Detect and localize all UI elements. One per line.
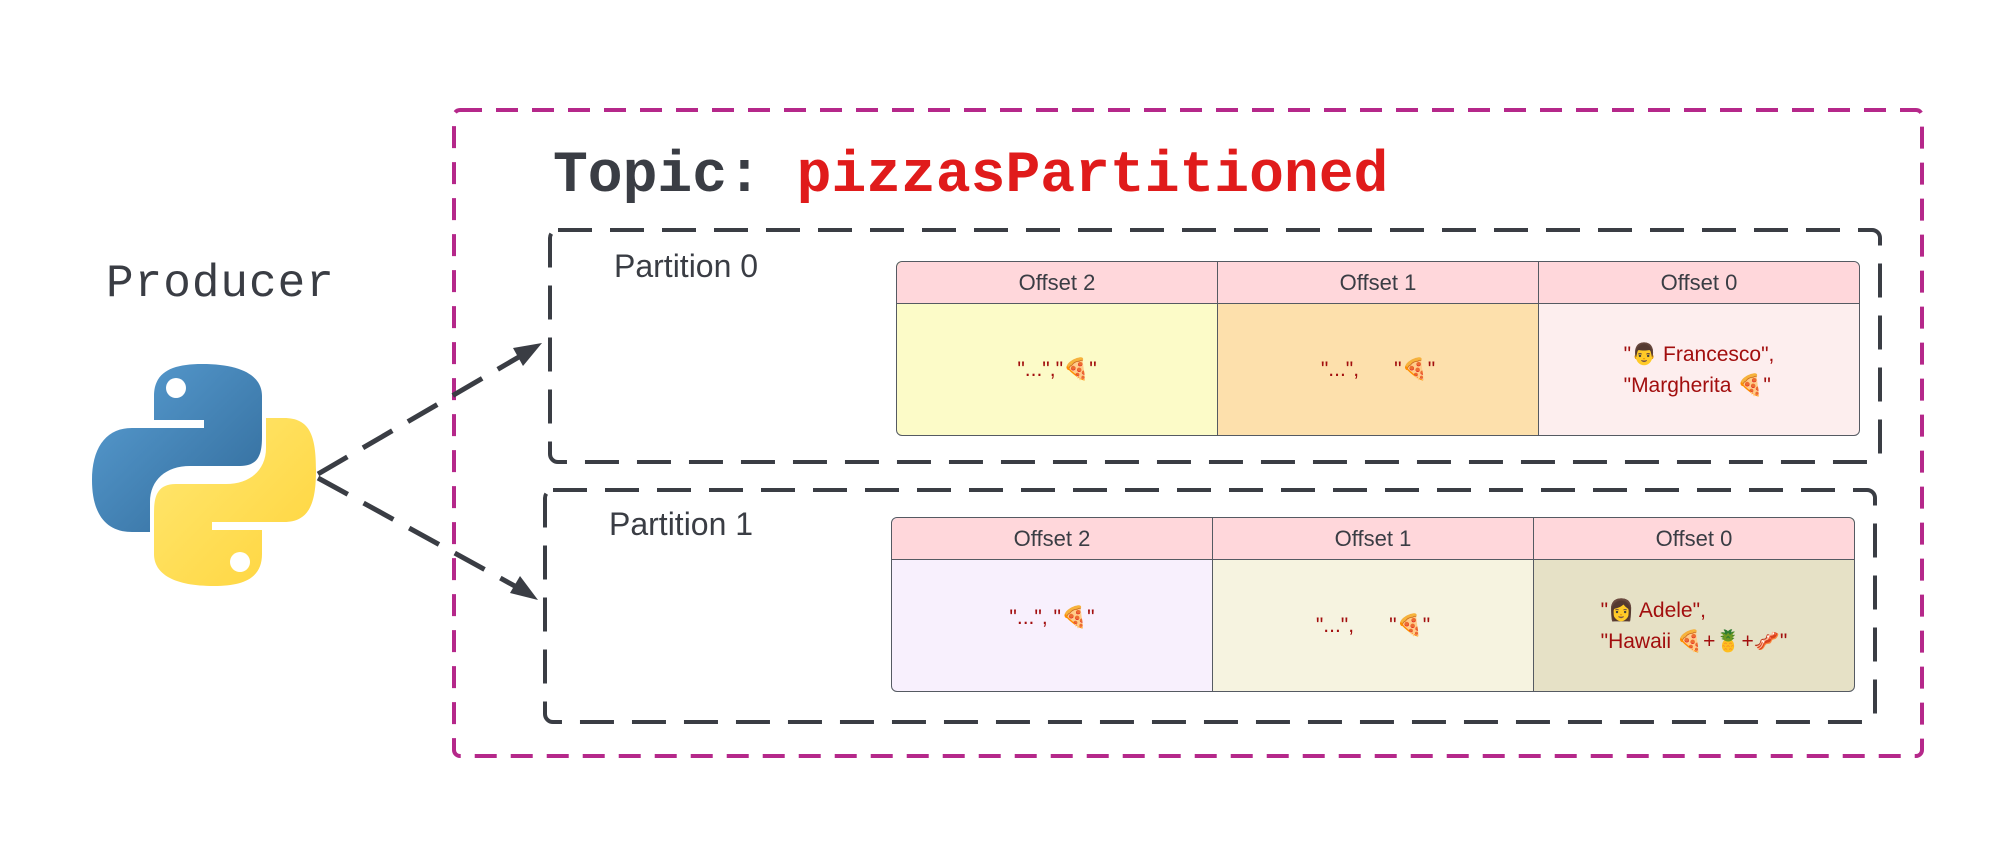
topic-name: pizzasPartitioned <box>796 144 1389 209</box>
partition-1-offset-2-cell: Offset 2 "...", "🍕" <box>891 517 1213 692</box>
offset-header: Offset 2 <box>892 518 1212 560</box>
message-line: "👩 Adele", <box>1600 598 1706 622</box>
message-value: "...", "🍕" <box>1213 560 1533 691</box>
topic-title: Topic: pizzasPartitioned <box>553 144 1388 209</box>
topic-frame <box>452 108 1924 758</box>
message-line: "...","🍕" <box>1017 358 1097 381</box>
message-value: "...", "🍕" <box>1218 304 1538 435</box>
arrow-to-partition-0 <box>316 343 542 477</box>
topic-prefix: Topic: <box>553 144 797 209</box>
partition-1-frame <box>543 488 1877 724</box>
partition-1-offset-1-cell: Offset 1 "...", "🍕" <box>1212 517 1534 692</box>
message-value: "👩 Adele", "Hawaii 🍕+🍍+🥓" <box>1534 560 1854 691</box>
message-value: "...", "🍕" <box>892 560 1212 691</box>
message-line: "Margherita 🍕" <box>1623 373 1771 397</box>
offset-header: Offset 0 <box>1534 518 1854 560</box>
message-line: "...", "🍕" <box>1320 358 1436 381</box>
producer-label: Producer <box>106 258 335 310</box>
partition-1-label: Partition 1 <box>609 506 754 542</box>
partition-0-frame <box>548 228 1882 464</box>
partition-1-offset-0-cell: Offset 0 "👩 Adele", "Hawaii 🍕+🍍+🥓" <box>1533 517 1855 692</box>
message-value: "👨 Francesco", "Margherita 🍕" <box>1539 304 1859 435</box>
partition-0-offset-1-cell: Offset 1 "...", "🍕" <box>1217 261 1539 436</box>
message-line: "...", "🍕" <box>1315 614 1431 637</box>
message-line: "...", "🍕" <box>1009 606 1095 629</box>
partition-0-label: Partition 0 <box>614 248 759 284</box>
partition-0-offset-2-cell: Offset 2 "...","🍕" <box>896 261 1218 436</box>
offset-header: Offset 2 <box>897 262 1217 304</box>
offset-header: Offset 1 <box>1218 262 1538 304</box>
message-line: "👨 Francesco", <box>1623 342 1775 366</box>
message-value: "...","🍕" <box>897 304 1217 435</box>
offset-header: Offset 0 <box>1539 262 1859 304</box>
arrow-to-partition-1 <box>316 475 538 600</box>
python-logo-icon <box>92 364 316 586</box>
offset-header: Offset 1 <box>1213 518 1533 560</box>
partition-0-offset-0-cell: Offset 0 "👨 Francesco", "Margherita 🍕" <box>1538 261 1860 436</box>
message-line: "Hawaii 🍕+🍍+🥓" <box>1600 629 1788 653</box>
